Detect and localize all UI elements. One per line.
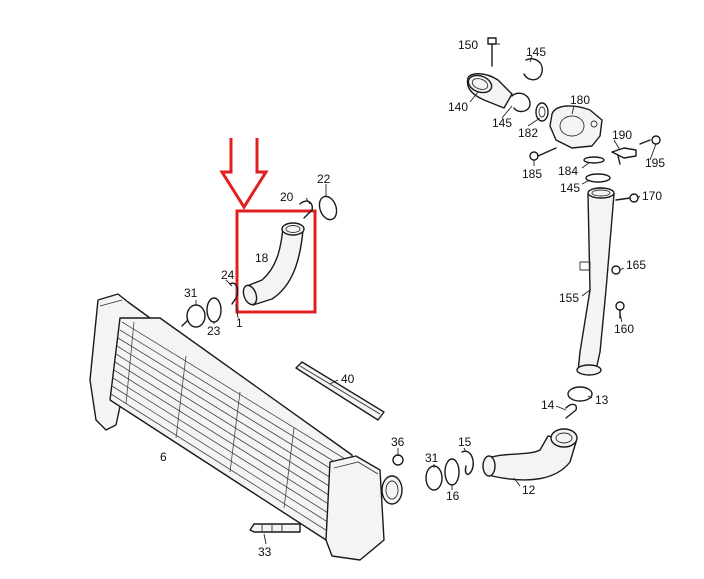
- label-150: 150: [458, 38, 478, 52]
- label-24: 24: [221, 268, 235, 282]
- label-12: 12: [522, 483, 536, 497]
- label-6: 6: [160, 450, 167, 464]
- label-31-left: 31: [184, 286, 198, 300]
- label-23: 23: [207, 324, 221, 338]
- upper-connector-assembly: [466, 37, 661, 203]
- label-145-top: 145: [526, 45, 546, 59]
- label-145-low: 145: [560, 181, 580, 195]
- hose-part-18: [242, 222, 305, 306]
- bracket-part-40: [295, 361, 385, 421]
- label-182: 182: [518, 126, 538, 140]
- label-40: 40: [341, 372, 355, 386]
- label-16: 16: [446, 489, 460, 503]
- cooling-fins: [110, 321, 351, 535]
- bolt-part-33: [249, 523, 301, 533]
- label-190: 190: [612, 128, 632, 142]
- label-1: 1: [236, 316, 243, 330]
- label-22: 22: [317, 172, 331, 186]
- label-15: 15: [458, 435, 472, 449]
- label-170: 170: [642, 189, 662, 203]
- label-20: 20: [280, 190, 294, 204]
- intercooler-part-6: [89, 293, 403, 561]
- label-195: 195: [645, 156, 665, 170]
- label-13: 13: [595, 393, 609, 407]
- label-184: 184: [558, 164, 578, 178]
- label-33: 33: [258, 545, 272, 559]
- pointer-arrow: [219, 138, 269, 210]
- label-36: 36: [391, 435, 405, 449]
- label-31-right: 31: [425, 451, 439, 465]
- label-160: 160: [614, 322, 634, 336]
- part-labels: 150 145 140 145 182 180 190 195 185 184 …: [160, 38, 665, 559]
- label-165: 165: [626, 258, 646, 272]
- highlight-box: [235, 209, 317, 314]
- hose-part-12: [392, 386, 593, 491]
- label-18: 18: [255, 251, 269, 265]
- label-145-mid: 145: [492, 116, 512, 130]
- leader-lines: [195, 43, 657, 545]
- label-140: 140: [448, 100, 468, 114]
- pipe-part-155: [576, 187, 625, 376]
- label-155: 155: [559, 291, 579, 305]
- label-180: 180: [570, 93, 590, 107]
- label-14: 14: [541, 398, 555, 412]
- label-185: 185: [522, 167, 542, 181]
